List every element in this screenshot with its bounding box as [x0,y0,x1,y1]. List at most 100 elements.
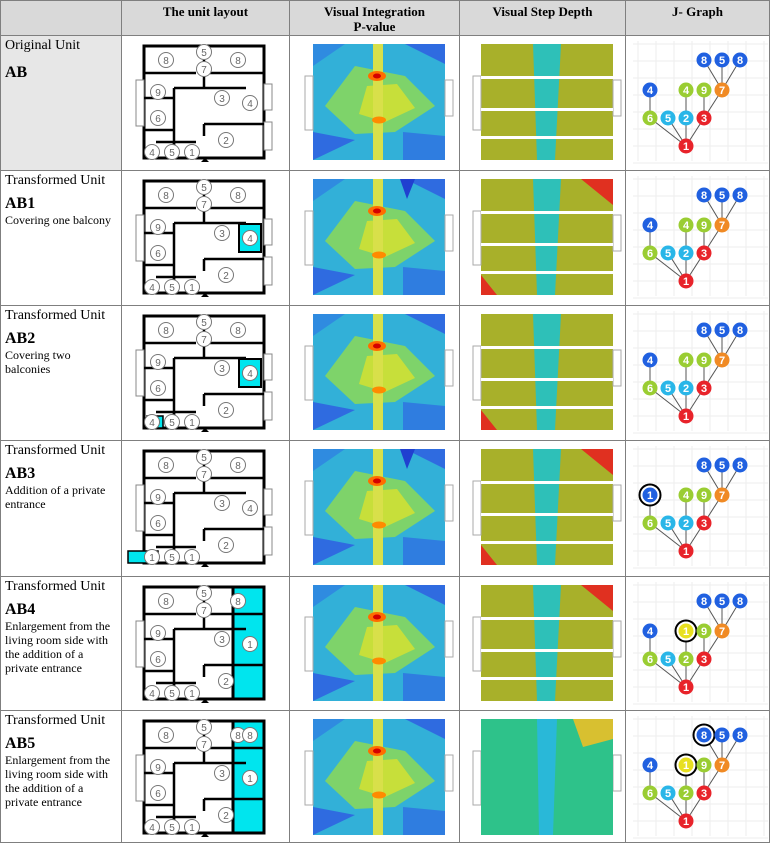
svg-text:3: 3 [219,635,225,646]
vga-map [304,44,454,160]
svg-text:8: 8 [163,461,169,472]
svg-text:8: 8 [701,190,707,202]
room-number: 4 [242,500,258,516]
j-graph-node: 2 [678,651,694,667]
svg-text:1: 1 [683,626,689,638]
room-number: 8 [158,187,174,203]
j-graph-node: 6 [642,515,658,531]
svg-text:4: 4 [683,220,690,232]
svg-text:2: 2 [223,271,229,282]
j-graph-node: 4 [642,217,658,233]
room-number: 9 [150,489,166,505]
svg-text:6: 6 [647,383,653,395]
unit-code: AB1 [5,195,36,212]
svg-text:8: 8 [737,730,743,742]
svg-text:6: 6 [155,519,161,530]
svg-text:3: 3 [219,94,225,105]
room-number: 1 [184,685,200,701]
svg-text:3: 3 [701,654,707,666]
j-graph-node: 9 [696,623,712,639]
svg-text:6: 6 [155,384,161,395]
room-number: 8 [158,727,174,743]
room-number: 5 [164,685,180,701]
room-number: 5 [164,144,180,160]
room-number: 5 [164,414,180,430]
j-graph-node: 8 [696,52,712,68]
room-number: 8 [158,322,174,338]
j-graph-node: 5 [714,593,730,609]
j-graph-node: 8 [732,727,748,743]
j-graph-node: 1 [674,619,698,643]
room-number: 4 [242,230,258,246]
svg-text:1: 1 [247,774,253,785]
svg-text:3: 3 [219,769,225,780]
svg-text:4: 4 [149,823,155,834]
svg-text:8: 8 [235,597,241,608]
unit-note: Enlargement from the living room side wi… [5,753,111,809]
svg-text:6: 6 [155,789,161,800]
j-graph-node: 5 [660,245,676,261]
svg-text:2: 2 [683,788,689,800]
j-graph-node: 4 [678,352,694,368]
room-number: 7 [196,61,212,77]
visual-integration-cell-graphic [304,179,454,295]
j-graph-node: 9 [696,487,712,503]
svg-text:2: 2 [223,406,229,417]
svg-text:1: 1 [683,816,689,828]
svg-text:9: 9 [155,88,161,99]
svg-text:3: 3 [701,788,707,800]
svg-text:5: 5 [719,55,725,67]
svg-text:8: 8 [701,460,707,472]
svg-text:4: 4 [247,234,253,245]
visual-step-depth-cell-graphic [472,719,622,835]
svg-text:7: 7 [201,470,207,481]
j-graph-node: 5 [660,110,676,126]
j-graph-node: 8 [696,322,712,338]
room-number: 5 [196,449,212,465]
j-graph-node: 5 [660,651,676,667]
room-number: 7 [196,602,212,618]
svg-text:5: 5 [665,113,671,125]
j-graph-node: 3 [696,245,712,261]
j-graph-node: 3 [696,380,712,396]
svg-text:4: 4 [647,355,654,367]
unit-note: Addition of a private entrance [5,483,106,511]
j-graph-node: 1 [674,753,698,777]
svg-text:5: 5 [719,325,725,337]
svg-text:4: 4 [647,85,654,97]
svg-text:9: 9 [155,629,161,640]
svg-text:2: 2 [683,113,689,125]
j-graph-node: 1 [678,138,694,154]
svg-text:1: 1 [189,148,195,159]
room-number: 5 [196,44,212,60]
unit-code: AB4 [5,601,36,618]
vga-map [304,449,454,565]
visual-step-depth-cell-graphic [472,179,622,295]
room-number: 2 [218,132,234,148]
room-number: 7 [196,466,212,482]
svg-text:5: 5 [201,453,207,464]
j-graph-node: 2 [678,380,694,396]
j-graph-node: 8 [696,593,712,609]
room-number: 6 [150,245,166,261]
svg-text:2: 2 [683,654,689,666]
j-graph-node: 5 [660,785,676,801]
j-graph-node: 4 [678,82,694,98]
room-number: 6 [150,651,166,667]
svg-text:7: 7 [201,606,207,617]
room-number: 2 [218,673,234,689]
room-number: 4 [144,144,160,160]
svg-text:6: 6 [647,788,653,800]
svg-text:5: 5 [201,723,207,734]
svg-text:2: 2 [223,541,229,552]
